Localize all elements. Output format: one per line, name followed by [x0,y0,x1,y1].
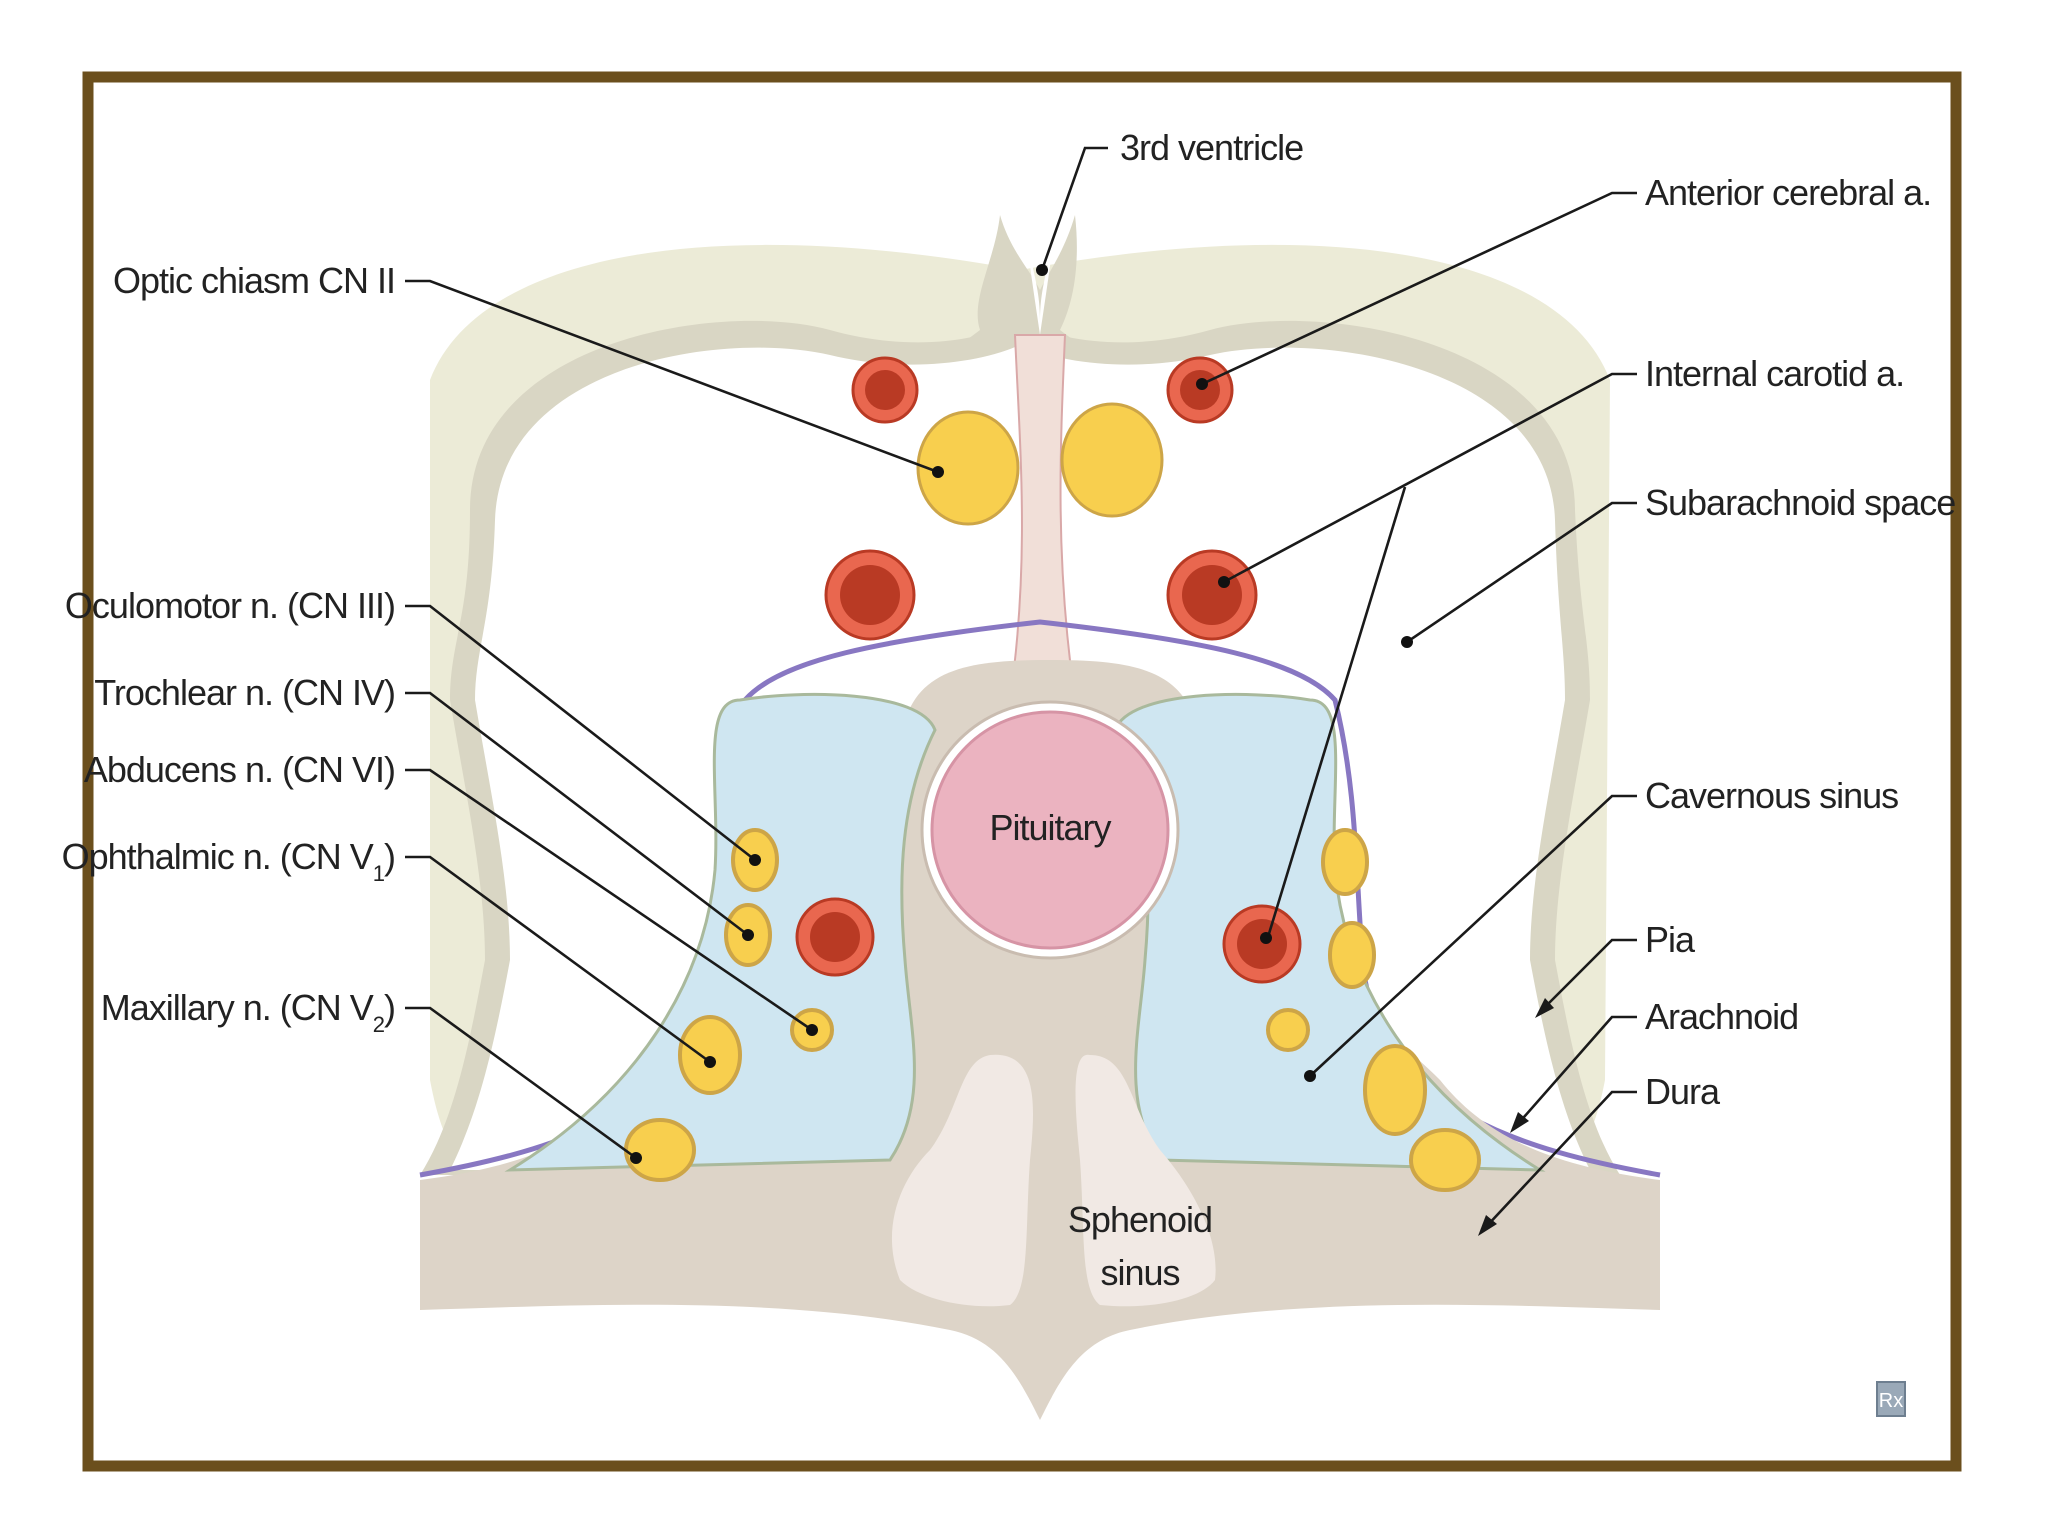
leader-maxillary [405,1006,637,1160]
label-ophthalmic-main: Ophthalmic n. (CN V [62,836,374,877]
leader-subarachnoid [1406,501,1637,644]
label-third-ventricle: 3rd ventricle [1120,127,1303,168]
label-cavernous-sinus: Cavernous sinus [1645,775,1898,816]
pointer-internal-carotid-upper [1218,576,1230,588]
label-maxillary-main: Maxillary n. (CN V [101,987,374,1028]
leader-optic-chiasm [405,279,939,474]
trochlear-nerve-right [1328,921,1376,989]
label-ophthalmic: Ophthalmic n. (CN V1) [62,836,395,886]
leader-internal-carotid [1221,372,1637,585]
label-arachnoid: Arachnoid [1645,996,1798,1037]
leader-anterior-cerebral [1199,191,1637,387]
oculomotor-nerve-right [1321,828,1369,896]
label-oculomotor: Oculomotor n. (CN III) [65,585,395,626]
leader-oculomotor [405,604,756,862]
ophthalmic-nerve-right [1363,1044,1427,1136]
pointer-third-ventricle [1036,264,1048,276]
leader-dura [1484,1090,1637,1229]
pointer-optic-chiasm [932,466,944,478]
leader-pia [1541,938,1637,1011]
pointer-trochlear [742,929,754,941]
pointer-abducens [806,1024,818,1036]
pointer-cavernous-sinus [1304,1070,1316,1082]
label-optic-chiasm: Optic chiasm CN II [113,260,395,301]
label-subarachnoid-space: Subarachnoid space [1645,482,1955,523]
pituitary-gland [930,710,1170,950]
leader-ophthalmic [405,855,711,1064]
arrowhead-pia [1535,998,1554,1018]
internal-carotid-artery-upper-right [1166,549,1258,641]
sphenoid-cavity-left [891,1054,1034,1307]
ophthalmic-nerve-left [678,1015,742,1095]
leader-third-ventricle [1040,146,1108,271]
sphenoid-bone [420,700,1660,1420]
rx-logo: Rx [1876,1381,1906,1417]
label-ophthalmic-close: ) [384,836,395,877]
pointer-oculomotor [749,854,761,866]
optic-chiasm-left [916,410,1020,526]
maxillary-nerve-right [1409,1128,1481,1192]
label-dura: Dura [1645,1071,1721,1112]
optic-chiasm-right [1060,402,1164,518]
svg-text:Rx: Rx [1879,1390,1903,1412]
abducens-nerve-right [1266,1008,1310,1052]
internal-carotid-artery-cavernous-right [1222,904,1302,984]
maxillary-nerve-left [624,1118,696,1182]
pointer-anterior-cerebral [1196,378,1208,390]
label-abducens: Abducens n. (CN VI) [84,749,395,790]
arrowhead-dura [1478,1215,1497,1236]
pointer-ophthalmic [704,1056,716,1068]
label-maxillary: Maxillary n. (CN V2) [101,987,395,1037]
label-maxillary-subscript: 2 [373,1012,385,1037]
cavernous-sinus-left [504,692,937,1172]
label-trochlear: Trochlear n. (CN IV) [94,672,395,713]
label-internal-carotid: Internal carotid a. [1645,353,1904,394]
anterior-cerebral-artery-right [1166,356,1234,424]
label-pituitary: Pituitary [989,807,1111,848]
anterior-cerebral-artery-left [851,356,919,424]
leader-abducens [405,768,813,1032]
leader-internal-carotid-branch [1266,486,1407,938]
leader-cavernous-sinus [1309,794,1637,1077]
sphenoid-cavity-right [1075,1054,1216,1307]
pointer-maxillary [630,1152,642,1164]
label-ophthalmic-subscript: 1 [373,861,385,886]
arrowhead-arachnoid [1510,1112,1529,1133]
pointer-internal-carotid-cavernous [1260,932,1272,944]
label-maxillary-close: ) [384,987,395,1028]
third-ventricle-notch [960,215,1080,345]
leader-trochlear [405,691,749,937]
label-sphenoid-line2: sinus [1100,1252,1179,1293]
pointer-subarachnoid [1401,636,1413,648]
label-pia: Pia [1645,919,1696,960]
label-anterior-cerebral: Anterior cerebral a. [1645,172,1931,213]
leader-arachnoid [1516,1015,1637,1126]
internal-carotid-artery-cavernous-left [795,897,875,977]
label-sphenoid-line1: Sphenoid [1068,1199,1212,1240]
internal-carotid-artery-upper-left [824,549,916,641]
